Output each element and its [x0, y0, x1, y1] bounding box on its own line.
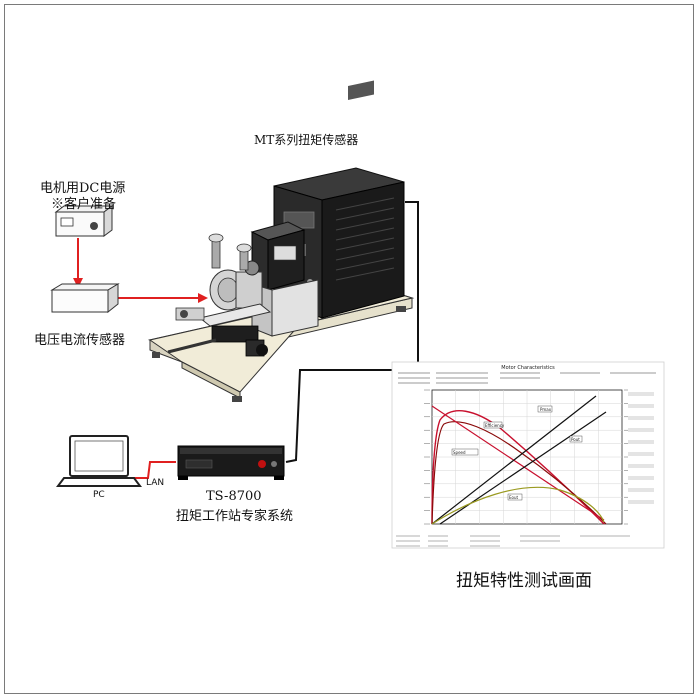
vi-to-motor-arrow	[198, 293, 208, 303]
chart-text: Eout	[509, 495, 519, 500]
sensor-title-label: MT系列扭矩传感器	[254, 133, 359, 147]
chart-title: Motor Characteristics	[501, 365, 555, 371]
chart-text: Efficiency	[485, 423, 505, 428]
curve-torque-1	[431, 395, 597, 525]
dc-supply-label: 电机用DC电源	[40, 181, 126, 196]
ts-model-label: TS-8700	[206, 489, 262, 504]
sensor-to-ts-cable	[285, 201, 419, 463]
curve-tags: Pmax Efficiency Speed Pout Eout	[451, 405, 583, 501]
characteristics-screen: Motor Characteristics Pmax Efficiency Sp…	[391, 361, 665, 549]
chart-text: Pout	[571, 437, 580, 442]
lan-label: LAN	[146, 478, 165, 488]
curve-pout	[431, 486, 605, 525]
dc-power-supply	[54, 205, 114, 237]
plot-ticks	[424, 389, 628, 525]
vi-sensor-box	[50, 283, 120, 314]
power-led-icon	[258, 460, 266, 468]
pc-label: PC	[93, 490, 105, 500]
lan-cable	[132, 461, 176, 479]
measurement-bench	[147, 80, 415, 402]
screen-bottom-table	[396, 535, 630, 547]
positioning-stage	[175, 303, 272, 357]
screen-caption: 扭矩特性测试画面	[456, 571, 592, 591]
knob-icon	[90, 222, 98, 230]
ts-name-label: 扭矩工作站专家系统	[176, 509, 294, 524]
curve-efficiency	[431, 421, 607, 525]
chart-text: Pmax	[540, 407, 552, 412]
dc-supply-note: ※客户准备	[51, 197, 117, 212]
image-frame	[4, 4, 694, 694]
ts8700-unit	[177, 445, 285, 480]
chart-text: Speed	[453, 450, 466, 455]
curve-torque-2	[439, 411, 607, 525]
curve-speed	[431, 405, 605, 521]
screen-right-legend	[628, 392, 654, 504]
screen-header-rows	[398, 372, 656, 384]
pc-laptop	[56, 435, 142, 487]
dc-to-vi-arrow	[73, 278, 83, 288]
vi-sensor-label: 电压电流传感器	[34, 333, 126, 348]
cables	[73, 201, 419, 479]
